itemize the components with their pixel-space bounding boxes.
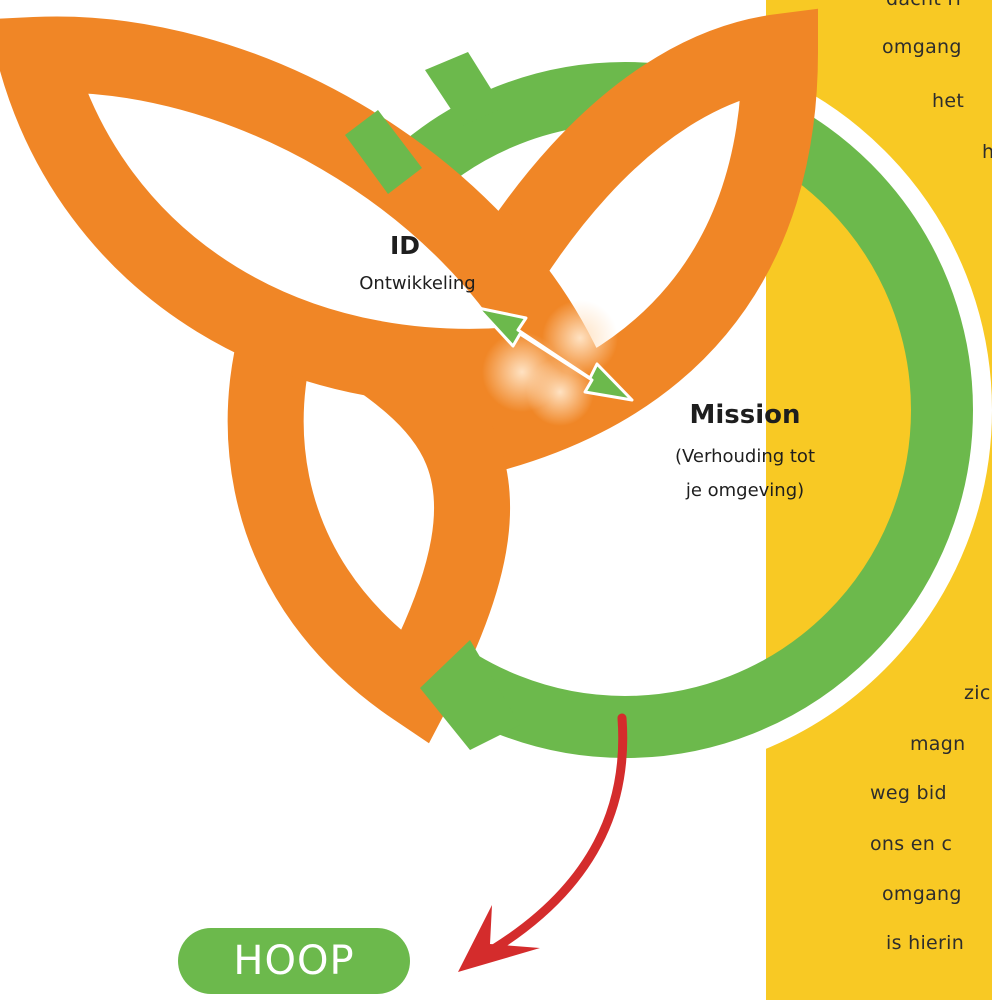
- side-text-line: is hierin: [886, 932, 965, 954]
- side-text-line: dacht ri: [886, 0, 961, 10]
- green-crossing-top: [425, 52, 503, 126]
- side-text-line: omgang: [882, 36, 962, 58]
- double-arrow-icon: [476, 306, 634, 402]
- side-text-line: het: [932, 90, 965, 112]
- side-text-line: omgang: [882, 883, 962, 905]
- side-text-line: zic: [964, 682, 991, 704]
- id-subtitle: Ontwikkeling: [359, 273, 476, 294]
- mission-subtitle: (Verhouding tot: [674, 446, 816, 467]
- mission-subtitle: je omgeving): [685, 480, 805, 501]
- red-arrow-icon: [470, 713, 628, 965]
- mission-title: Mission: [689, 400, 801, 430]
- side-text-line: ons en c: [870, 833, 953, 855]
- id-title: ID: [389, 231, 421, 260]
- green-crossing-lower: [420, 640, 520, 750]
- hoop-button[interactable]: HOOP: [178, 928, 410, 994]
- green-crossing-left: [345, 110, 422, 194]
- side-text-line: h: [982, 141, 992, 163]
- side-text-line: weg bid: [870, 782, 947, 804]
- red-arrowhead-icon: [458, 905, 540, 972]
- glow-highlight: [526, 358, 594, 426]
- side-text-line: magn: [910, 733, 966, 755]
